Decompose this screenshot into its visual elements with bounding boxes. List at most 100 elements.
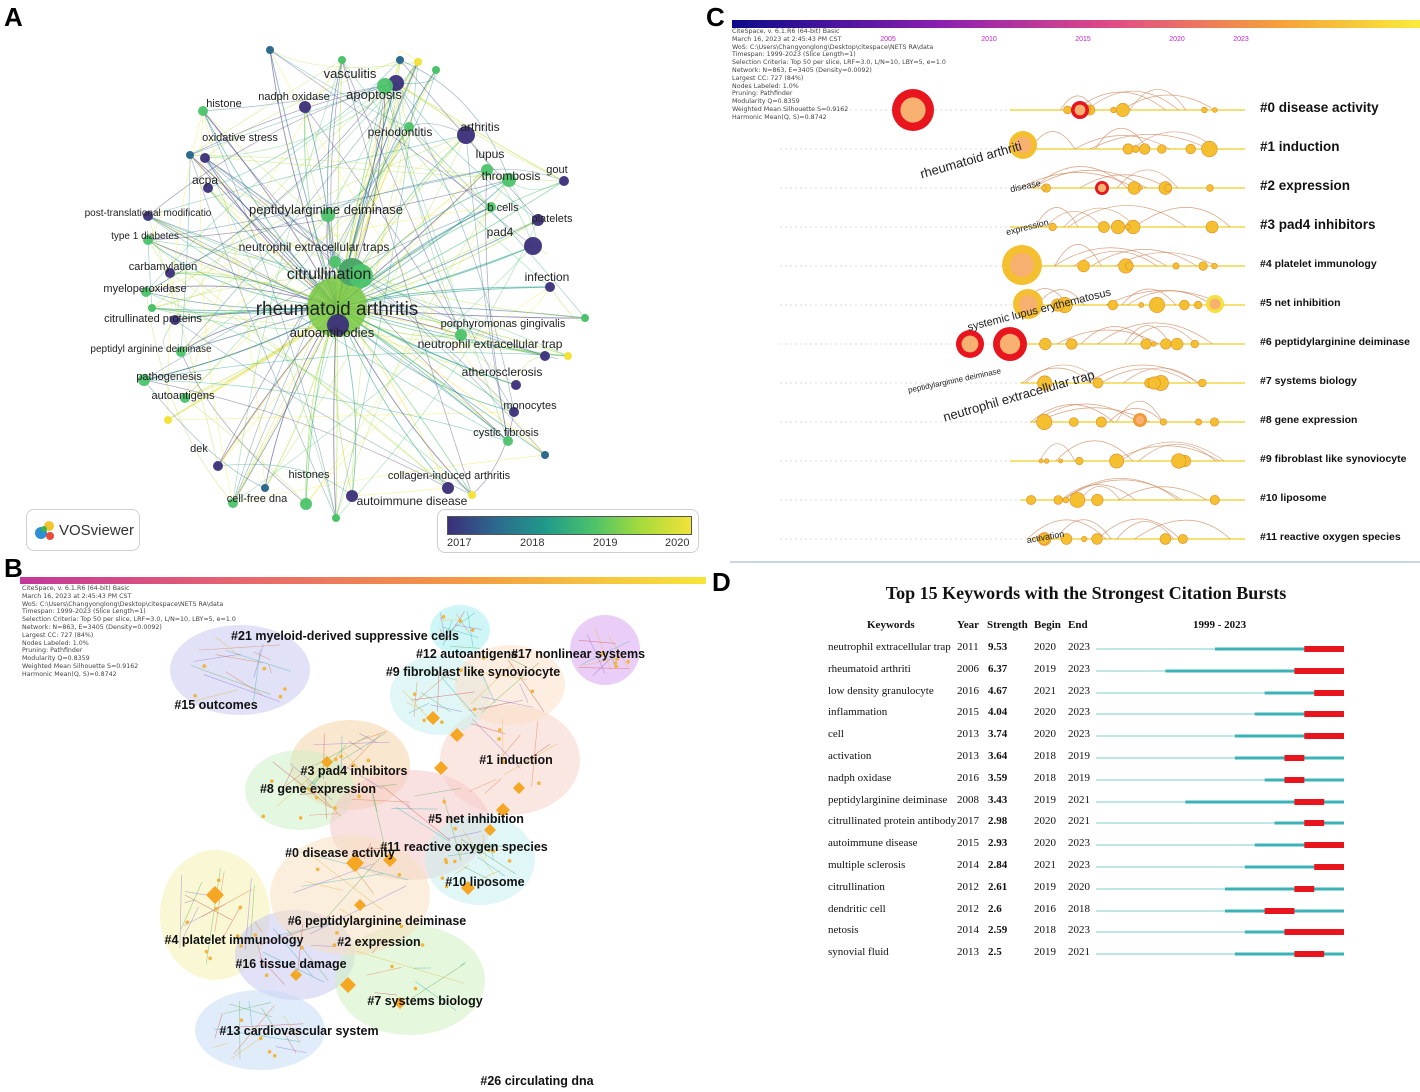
cluster-node[interactable]: [239, 944, 243, 948]
timeline-node[interactable]: [1206, 184, 1214, 192]
network-node[interactable]: [511, 380, 521, 390]
cluster-node[interactable]: [507, 859, 512, 863]
cluster-node[interactable]: [270, 779, 274, 783]
timeline-node[interactable]: [1209, 495, 1220, 505]
timeline-node[interactable]: [1077, 259, 1090, 273]
timeline-node[interactable]: [1198, 261, 1208, 271]
timeline-node[interactable]: [1115, 103, 1130, 117]
cluster-node[interactable]: [440, 720, 444, 724]
timeline-node[interactable]: [1048, 222, 1057, 232]
cluster-node[interactable]: [459, 668, 463, 672]
network-node[interactable]: [404, 122, 414, 132]
timeline-node[interactable]: [1157, 144, 1167, 154]
timeline-node[interactable]: [1095, 416, 1107, 428]
cluster-node[interactable]: [295, 970, 299, 974]
timeline-node[interactable]: [1198, 378, 1207, 388]
cluster-node[interactable]: [613, 661, 618, 665]
cluster-node[interactable]: [315, 867, 320, 872]
timeline-node[interactable]: [1111, 220, 1126, 234]
network-node[interactable]: [540, 351, 550, 361]
cluster-node[interactable]: [300, 945, 304, 950]
network-node[interactable]: [581, 314, 589, 322]
cluster-node[interactable]: [206, 886, 224, 904]
cluster-node[interactable]: [513, 782, 525, 794]
cluster-node[interactable]: [351, 763, 356, 768]
cluster-node[interactable]: [497, 737, 501, 741]
timeline-node[interactable]: [1201, 140, 1218, 158]
network-node[interactable]: [228, 498, 238, 508]
timeline-node[interactable]: [1185, 143, 1196, 155]
cluster-node[interactable]: [214, 906, 218, 911]
timeline-node[interactable]: [1160, 338, 1172, 350]
network-node[interactable]: [170, 315, 180, 325]
cluster-node[interactable]: [426, 711, 440, 725]
network-node[interactable]: [300, 498, 312, 510]
cluster-node[interactable]: [185, 920, 190, 925]
cluster-node[interactable]: [261, 814, 266, 819]
timeline-node[interactable]: [1060, 533, 1073, 545]
network-node[interactable]: [457, 126, 475, 144]
cluster-node[interactable]: [335, 931, 339, 935]
network-node[interactable]: [266, 46, 274, 54]
timeline-node[interactable]: [1179, 299, 1190, 311]
cluster-node[interactable]: [487, 848, 491, 853]
cluster-node[interactable]: [497, 728, 502, 732]
timeline-node[interactable]: [1040, 185, 1047, 191]
cluster-node[interactable]: [354, 899, 366, 911]
network-node[interactable]: [564, 352, 572, 360]
network-node[interactable]: [524, 237, 542, 255]
timeline-node[interactable]: [1066, 338, 1078, 350]
cluster-node[interactable]: [399, 924, 404, 929]
timeline-node[interactable]: [1159, 533, 1172, 545]
network-node[interactable]: [346, 490, 358, 502]
timeline-node[interactable]: [1062, 496, 1070, 504]
timeline-node[interactable]: [1205, 220, 1219, 234]
network-node[interactable]: [541, 451, 549, 459]
timeline-node[interactable]: [1098, 221, 1110, 233]
network-node[interactable]: [165, 268, 175, 278]
cluster-node[interactable]: [615, 657, 619, 661]
cluster-node[interactable]: [502, 760, 507, 765]
cluster-node[interactable]: [202, 664, 207, 668]
network-node[interactable]: [176, 347, 186, 357]
network-node[interactable]: [299, 101, 311, 113]
network-node[interactable]: [200, 153, 210, 163]
network-node[interactable]: [503, 436, 513, 446]
cluster-node[interactable]: [458, 619, 463, 623]
network-node[interactable]: [180, 393, 190, 403]
network-node[interactable]: [414, 58, 422, 66]
cluster-node[interactable]: [383, 853, 397, 867]
network-node[interactable]: [486, 202, 496, 212]
cluster-node[interactable]: [357, 794, 361, 799]
timeline-node[interactable]: [1195, 418, 1202, 426]
timeline-node[interactable]: [1069, 492, 1086, 508]
network-node[interactable]: [396, 56, 404, 64]
timeline-node[interactable]: [1037, 533, 1050, 545]
timeline-node[interactable]: [1053, 495, 1063, 505]
timeline-node[interactable]: [1063, 105, 1072, 115]
cluster-node[interactable]: [461, 881, 475, 895]
timeline-node[interactable]: [1171, 453, 1187, 469]
cluster-node[interactable]: [262, 666, 267, 671]
cluster-node[interactable]: [216, 878, 221, 883]
network-node[interactable]: [455, 329, 467, 341]
network-node[interactable]: [148, 304, 156, 312]
timeline-node[interactable]: [1139, 143, 1151, 155]
network-node[interactable]: [559, 176, 569, 186]
cluster-node[interactable]: [283, 687, 287, 691]
network-node[interactable]: [143, 211, 153, 221]
timeline-node[interactable]: [1092, 377, 1104, 389]
timeline-node[interactable]: [1151, 341, 1157, 347]
cluster-node[interactable]: [298, 816, 303, 820]
timeline-node[interactable]: [1107, 299, 1119, 311]
timeline-node[interactable]: [1037, 375, 1053, 391]
cluster-node[interactable]: [537, 781, 541, 786]
cluster-node[interactable]: [314, 795, 319, 800]
cluster-node[interactable]: [440, 876, 445, 880]
network-node[interactable]: [545, 282, 555, 292]
timeline-node[interactable]: [1178, 534, 1188, 544]
cluster-node[interactable]: [441, 615, 446, 619]
cluster-node[interactable]: [272, 1053, 277, 1058]
cluster-node[interactable]: [397, 873, 402, 877]
cluster-node[interactable]: [442, 799, 447, 804]
